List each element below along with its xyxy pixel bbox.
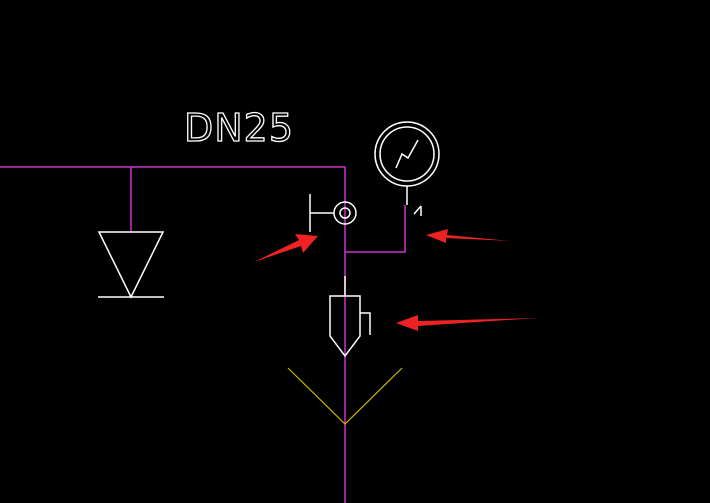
pipe-network bbox=[0, 166, 406, 503]
valve-outer-circle bbox=[333, 201, 357, 225]
pipe-size-label: DN25 bbox=[184, 106, 294, 150]
gauge-cock-handle bbox=[413, 205, 422, 215]
pressure-gauge-inner bbox=[379, 126, 435, 182]
nozzle-body-symbol bbox=[329, 295, 361, 358]
arrow-to-nozzle-icon bbox=[396, 315, 538, 331]
main-pipe bbox=[0, 166, 346, 503]
nozzle-side-bracket bbox=[360, 312, 371, 335]
drain-funnel-symbol bbox=[287, 367, 403, 425]
annotation-arrows bbox=[254, 229, 538, 331]
arrow-to-valve-icon bbox=[254, 234, 318, 262]
valve-inner-circle bbox=[339, 207, 351, 219]
arrow-to-gauge-cock-icon bbox=[426, 229, 511, 243]
pressure-gauge-outer bbox=[374, 121, 440, 187]
pressure-gauge-needle bbox=[395, 139, 419, 169]
fittings bbox=[97, 121, 440, 358]
reducer-triangle-symbol bbox=[97, 231, 165, 299]
branch-pipe-to-gauge bbox=[345, 205, 406, 253]
